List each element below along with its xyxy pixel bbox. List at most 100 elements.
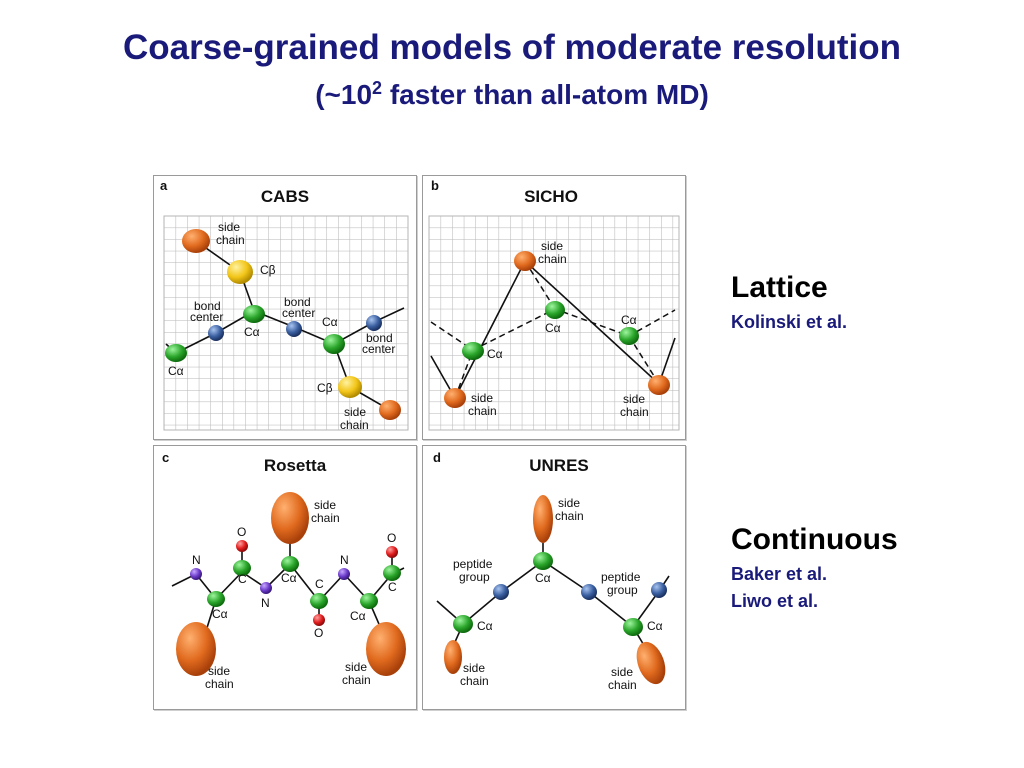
label-nitrogen: N xyxy=(261,596,270,610)
panel-letter: c xyxy=(162,450,169,465)
c-alpha-sphere xyxy=(462,342,484,360)
carbonyl-carbon-sphere xyxy=(383,565,401,581)
label-oxygen: O xyxy=(314,626,323,640)
label-carbon: C xyxy=(315,577,324,591)
peptide-group-sphere xyxy=(581,584,597,600)
subtitle-prefix: (~10 xyxy=(315,79,373,110)
panel-title: CABS xyxy=(261,187,309,206)
c-alpha-sphere xyxy=(453,615,473,633)
side-chain-sphere xyxy=(182,229,210,253)
label-c-alpha: Cα xyxy=(535,571,551,585)
label-oxygen: O xyxy=(387,531,396,545)
nitrogen-sphere xyxy=(260,582,272,594)
side-chain-sphere xyxy=(444,388,466,408)
label-carbon: C xyxy=(238,572,247,586)
nitrogen-sphere xyxy=(190,568,202,580)
panel-title: SICHO xyxy=(524,187,578,206)
bond-center-sphere xyxy=(366,315,382,331)
label-c-alpha: Cα xyxy=(487,347,503,361)
c-alpha-sphere xyxy=(281,556,299,572)
side-chain-ellipsoid xyxy=(636,641,666,685)
label-c-alpha: Cα xyxy=(168,364,184,378)
carbonyl-carbon-sphere xyxy=(310,593,328,609)
lattice-heading: Lattice xyxy=(731,271,828,304)
panel-letter: d xyxy=(433,450,441,465)
c-beta-sphere xyxy=(338,376,362,398)
continuous-reference: Baker et al. xyxy=(731,564,828,584)
continuous-reference: Liwo et al. xyxy=(731,591,819,611)
panel-title: Rosetta xyxy=(264,456,327,475)
panel-letter: b xyxy=(431,178,439,193)
subtitle-suffix: faster than all-atom MD) xyxy=(382,79,709,110)
label-c-alpha: Cα xyxy=(244,325,260,339)
oxygen-sphere xyxy=(386,546,398,558)
label-c-beta: Cβ xyxy=(317,381,333,395)
c-alpha-sphere xyxy=(360,593,378,609)
label-c-alpha: Cα xyxy=(281,571,297,585)
label-c-beta: Cβ xyxy=(260,263,276,277)
label-c-alpha: Cα xyxy=(212,607,228,621)
peptide-group-sphere xyxy=(651,582,667,598)
side-chain-ellipsoid xyxy=(533,495,553,543)
lattice-grid xyxy=(428,215,680,431)
side-chain-sphere xyxy=(379,400,401,420)
c-alpha-sphere xyxy=(323,334,345,354)
c-alpha-sphere xyxy=(243,305,265,323)
subtitle-exponent: 2 xyxy=(372,78,383,98)
slide-subtitle: (~102 faster than all-atom MD) xyxy=(0,78,1024,111)
label-nitrogen: N xyxy=(340,553,349,567)
label-c-alpha: Cα xyxy=(477,619,493,633)
lattice-reference: Kolinski et al. xyxy=(731,312,848,332)
peptide-group-sphere xyxy=(493,584,509,600)
side-chain-ellipsoid xyxy=(366,622,406,676)
carbonyl-carbon-sphere xyxy=(233,560,251,576)
label-c-alpha: Cα xyxy=(545,321,561,335)
label-c-alpha: Cα xyxy=(350,609,366,623)
side-chain-ellipsoid xyxy=(271,492,309,544)
side-chain-ellipsoid xyxy=(176,622,216,676)
side-chain-sphere xyxy=(648,375,670,395)
backbone-bonds xyxy=(171,541,405,632)
c-alpha-sphere xyxy=(623,618,643,636)
label-c-alpha: Cα xyxy=(647,619,663,633)
label-c-alpha: Cα xyxy=(621,313,637,327)
continuous-heading: Continuous xyxy=(731,523,898,556)
c-beta-sphere xyxy=(227,260,253,284)
c-alpha-sphere xyxy=(165,344,187,362)
oxygen-sphere xyxy=(313,614,325,626)
c-alpha-sphere xyxy=(545,301,565,319)
oxygen-sphere xyxy=(236,540,248,552)
label-oxygen: O xyxy=(237,525,246,539)
c-alpha-sphere xyxy=(619,327,639,345)
slide-title: Coarse-grained models of moderate resolu… xyxy=(123,28,901,67)
panel-title: UNRES xyxy=(529,456,589,475)
side-chain-ellipsoid xyxy=(444,640,462,674)
bond-center-sphere xyxy=(208,325,224,341)
label-nitrogen: N xyxy=(192,553,201,567)
label-carbon: C xyxy=(388,580,397,594)
panel-letter: a xyxy=(160,178,168,193)
c-alpha-sphere xyxy=(533,552,553,570)
